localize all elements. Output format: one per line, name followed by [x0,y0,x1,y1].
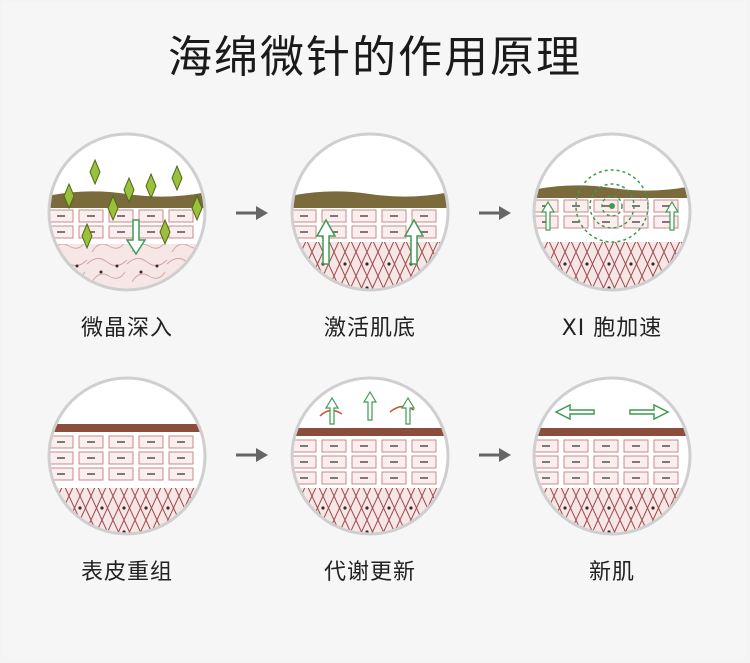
new-skin-illustration [532,376,692,536]
energy-ring-icon [575,169,649,243]
up-arrow-icon [403,218,425,265]
up-arrow-icon [540,200,556,231]
up-arrow-icon [400,396,416,425]
step-label: 激活肌底 [323,316,416,341]
step-label: 微晶深入 [80,316,173,341]
cell-acceleration-illustration [532,132,692,292]
next-step-arrow-icon [477,203,513,223]
up-arrow-icon [315,218,337,265]
penetrate-arrow-icon [125,219,147,256]
step-label: 代谢更新 [323,560,416,585]
up-arrow-icon [362,390,378,421]
up-arrow-icon [324,396,340,425]
micro-crystal-penetration-illustration [47,132,207,292]
metabolism-renewal-illustration [290,376,450,536]
epidermis-rebuild-illustration [47,376,207,536]
step-label: 新肌 [588,560,635,585]
page-title: 海绵微针的作用原理 [168,32,582,83]
right-arrow-icon [629,403,670,421]
left-arrow-icon [554,403,595,421]
activate-base-illustration [290,132,450,292]
step-label: XI 胞加速 [561,316,663,341]
step-label: 表皮重组 [80,560,173,585]
crystal-icons [63,158,203,250]
next-step-arrow-icon [234,445,270,465]
up-arrow-icon [664,200,680,231]
next-step-arrow-icon [477,445,513,465]
next-step-arrow-icon [234,203,270,223]
